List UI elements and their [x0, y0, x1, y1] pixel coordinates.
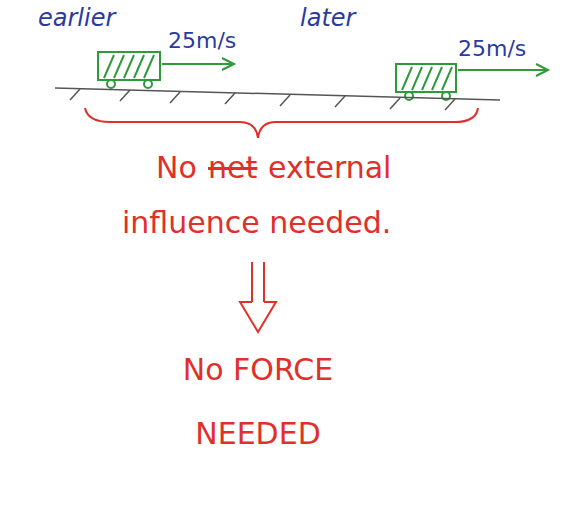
brace	[85, 108, 478, 138]
speed-label: 25m/s	[458, 36, 526, 61]
speed-label: 25m/s	[168, 28, 236, 53]
cart-body	[98, 52, 160, 80]
ground-hatch	[280, 95, 290, 106]
hatch-line	[144, 55, 154, 78]
arrow-shaft	[251, 262, 253, 302]
ground-hatch	[225, 93, 235, 104]
velocity-arrow	[458, 69, 546, 71]
note-word: external	[268, 150, 391, 185]
ground-hatch	[390, 98, 400, 109]
time-label: later	[300, 4, 355, 32]
hatch-line	[402, 67, 412, 90]
arrow-head	[222, 58, 234, 70]
hatch-line	[422, 67, 432, 90]
hatch-line	[134, 55, 144, 78]
hatch-line	[412, 67, 422, 90]
ground-hatch	[120, 90, 130, 101]
struck-word: net	[208, 150, 257, 185]
velocity-arrow	[162, 63, 232, 65]
wheel	[107, 80, 115, 88]
ground-hatch	[335, 96, 345, 107]
ground-hatch	[170, 92, 180, 103]
arrow-head	[536, 64, 548, 76]
cart-body	[396, 64, 456, 92]
cart-earlier	[98, 52, 234, 88]
wheel	[405, 92, 413, 100]
note-text: influence needed.	[122, 205, 391, 240]
hatch-line	[114, 55, 124, 78]
conclusion-text: No FORCE NEEDED	[163, 338, 353, 466]
ground	[55, 88, 500, 110]
arrow-shaft	[263, 262, 265, 302]
cart-later	[396, 64, 548, 100]
hatch-line	[124, 55, 134, 78]
time-label: earlier	[38, 4, 115, 32]
ground-hatch	[70, 89, 80, 100]
hatch-line	[442, 67, 452, 90]
hatch-line	[432, 67, 442, 90]
hatch-line	[104, 55, 114, 78]
implies-arrow	[240, 262, 276, 332]
ground-line	[55, 88, 500, 100]
arrow-head	[240, 302, 276, 332]
note-word: No	[156, 150, 197, 185]
ground-hatch	[445, 99, 455, 110]
wheel	[144, 80, 152, 88]
